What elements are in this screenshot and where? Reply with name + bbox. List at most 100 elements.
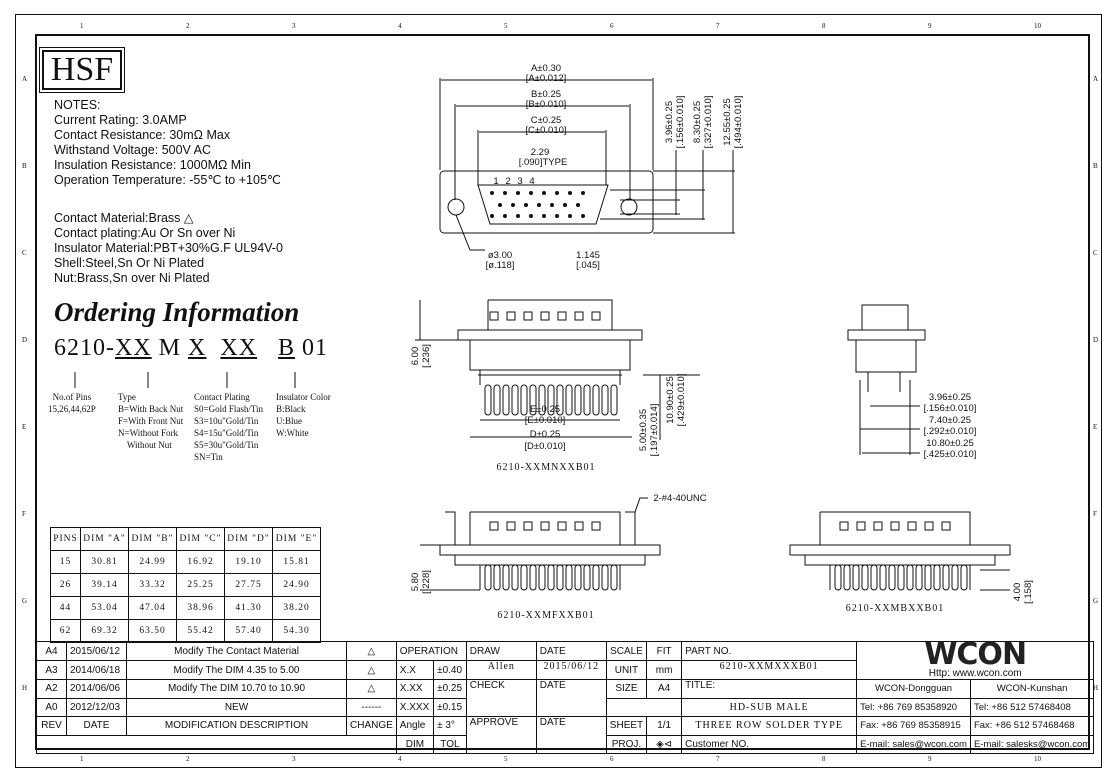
window-slot [924,521,934,531]
window-slot [557,521,567,531]
solder-tail [574,564,582,591]
dim-6: 6.00 [410,347,421,366]
contact-pin [568,191,572,195]
title-block-cell: PART NO. [681,641,858,661]
solder-tail [529,564,537,591]
title-block-cell: Fax: +86 769 85358915 [856,716,971,736]
solder-tail [493,564,501,591]
plating-legend: Contact Plating S0=Gold Flash/Tin S3=10u… [194,392,264,462]
dim-side-3: 10.80±0.25 [926,438,973,449]
contact-pin [550,203,554,207]
contact-pin [490,214,494,218]
dim-4-00: 4.00 [1012,583,1023,602]
title-block-cell: Customer NO. [681,734,858,754]
dim-d-inch: [D±0.010] [524,441,565,452]
contact-pin [529,214,533,218]
zone-col-label: 1 [80,22,84,30]
type-legend: Type B=With Back Nut F=With Front Nut N=… [118,392,184,450]
title-block-cell: CHANGE [346,716,397,736]
zone-col-label: 7 [716,22,720,30]
view-label-f: 6210-XXMFXXB01 [497,610,594,621]
table-cell: 27.75 [224,573,273,597]
notes: NOTES: Current Rating: 3.0AMP Contact Re… [54,98,281,187]
dim-h3-inch: [.494±0.010] [733,96,744,149]
title-block-cell: DIM [395,734,435,754]
dim-side-3-inch: [.425±0.010] [924,449,977,460]
window-slot [506,311,516,321]
dim-5-80-inch: [.228] [421,570,432,594]
outer-border [15,14,1102,768]
ordering-title: Ordering Information [54,297,300,327]
solder-tail [493,384,501,416]
zone-col-label: 9 [928,22,932,30]
window-slot [574,521,584,531]
table-cell: 26 [50,573,81,597]
view-label-n: 6210-XXMNXXB01 [497,462,596,473]
title-block-cell: X.XX [395,679,435,699]
zone-row-label: F [1093,510,1097,518]
title-block-cell: SIZE [605,679,648,699]
title-block-cell: Modify The DIM 4.35 to 5.00 [126,660,347,680]
zone-row-label: A [22,75,28,83]
dim-b-inch: [B±0.010] [526,99,567,110]
title-block-cell: SCALE [605,641,648,661]
contact-pin [498,203,502,207]
contact-pin [511,203,515,207]
title-block-cell: Allen [465,660,537,680]
title-block-cell: ------ [346,697,397,717]
zone-col-label: 2 [186,22,190,30]
zone-col-label: 3 [292,22,296,30]
title-block-cell: 2014/06/06 [66,679,127,699]
solder-tail [565,384,573,416]
zone-col-label: 9 [928,755,932,763]
contact-pin [568,214,572,218]
material-notes: Contact Material:Brass △ Contact plating… [54,211,283,285]
zone-col-label: 8 [822,755,826,763]
table-cell: 44 [50,596,81,620]
window-slot [856,521,866,531]
dim-side-1: 3.96±0.25 [929,392,971,403]
title-block-cell: TOL [433,734,467,754]
title-block-cell: Fax: +86 512 57468468 [969,716,1095,736]
contact-pin [563,203,567,207]
zone-row-label: D [1093,336,1099,344]
ordering-leaders [74,372,296,388]
title-block-cell: Tel: +86 512 57468408 [969,697,1095,717]
zone-col-label: 10 [1034,22,1041,30]
dim-b: B±0.25 [531,89,561,100]
pin-number: 4 [529,176,534,187]
dim-e-inch: [E±0.010] [525,415,566,426]
zone-col-label: 4 [398,22,402,30]
pins-legend: No.of Pins 15,26,44,62P [48,392,96,414]
contact-pin [516,214,520,218]
title-block-cell: Modify The DIM 10.70 to 10.90 [126,679,347,699]
zone-row-label: C [1093,249,1098,257]
solder-tail [520,384,528,416]
dim-5-80: 5.80 [410,573,421,592]
solder-tail [529,384,537,416]
zone-row-label: F [22,510,26,518]
title-block-cell: DATE [535,641,607,661]
zone-row-label: H [22,684,28,692]
empty-cell [36,735,397,754]
title-block-cell: 2012/12/03 [66,697,127,717]
title-block-cell: PROJ. [605,734,648,754]
title-block-cell: 6210-XXMXXXB01 [681,660,858,680]
dim-hole: ø3.00 [488,250,512,261]
solder-tail [547,384,555,416]
table-cell: 55.42 [176,619,225,643]
solder-tail [610,564,618,591]
window-slot [523,311,533,321]
solder-tail [502,564,510,591]
solder-tail [610,384,618,416]
contact-pin [529,191,533,195]
solder-tail [601,384,609,416]
window-slot [523,521,533,531]
solder-tail [592,384,600,416]
title-block-cell: X.XXX [395,697,435,717]
title-block-cell: OPERATION [395,641,467,661]
